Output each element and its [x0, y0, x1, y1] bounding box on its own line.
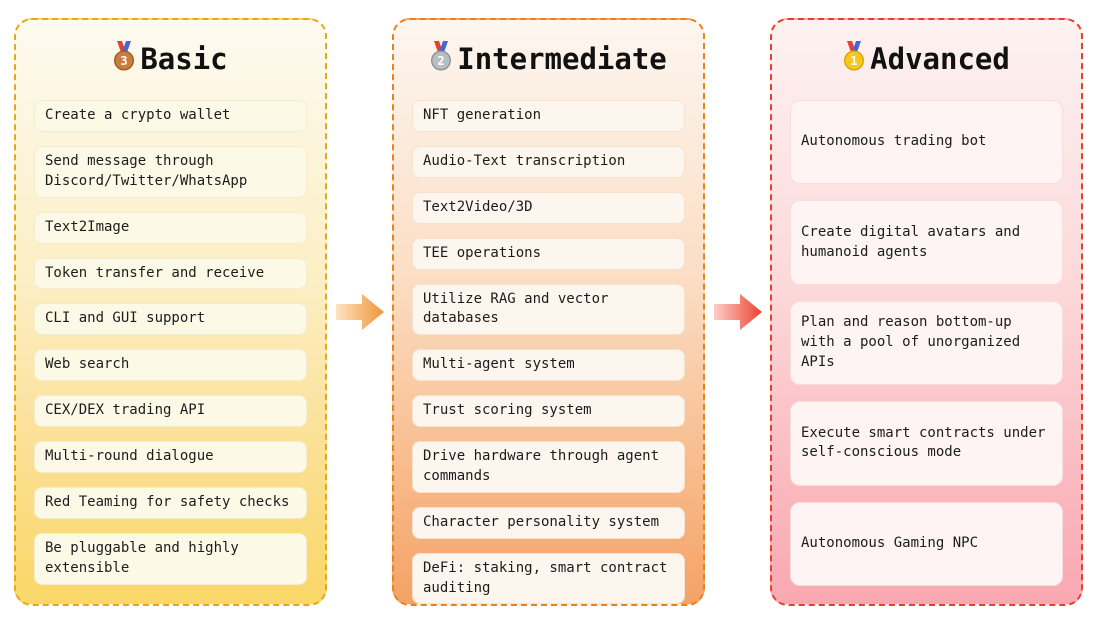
list-item: Multi-agent system [412, 349, 685, 382]
list-item: Character personality system [412, 506, 685, 539]
bronze-medal-icon: 3 [114, 41, 135, 71]
list-item: CLI and GUI support [34, 303, 307, 336]
list-item: Token transfer and receive [34, 257, 307, 290]
list-item: Text2Image [34, 211, 307, 244]
list-item: Web search [34, 349, 307, 382]
right-arrow-icon [713, 294, 762, 330]
list-item: Autonomous Gaming NPC [790, 501, 1063, 587]
list-item: Send message through Discord/Twitter/Wha… [34, 145, 307, 198]
list-item: Execute smart contracts under self-consc… [790, 401, 1063, 486]
list-item: Create a crypto wallet [34, 100, 307, 132]
column-title: Basic [140, 42, 228, 76]
list-item: CEX/DEX trading API [34, 395, 307, 427]
right-arrow-icon [335, 294, 384, 330]
list-item: Autonomous trading bot [790, 100, 1063, 185]
list-item: Drive hardware through agent commands [412, 441, 685, 493]
silver-medal-icon: 2 [431, 41, 452, 71]
list-item: Utilize RAG and vector databases [412, 283, 685, 336]
list-item: Red Teaming for safety checks [34, 486, 307, 519]
column-title: Intermediate [457, 42, 667, 76]
arrow-gap [327, 18, 392, 606]
list-item: Plan and reason bottom-up with a pool of… [790, 300, 1063, 386]
medal-rank: 2 [438, 54, 445, 68]
panel-basic-title-row: 3 Basic [34, 41, 307, 76]
list-item: Create digital avatars and humanoid agen… [790, 200, 1063, 285]
list-item: NFT generation [412, 100, 685, 132]
medal-rank: 1 [851, 54, 858, 68]
list-item: Multi-round dialogue [34, 441, 307, 473]
arrow-gap [705, 18, 770, 606]
column-title: Advanced [870, 42, 1010, 76]
panel-advanced-title-row: 1 Advanced [790, 41, 1063, 76]
list-item: Text2Video/3D [412, 191, 685, 224]
medal-rank: 3 [121, 54, 128, 68]
gold-medal-icon: 1 [844, 41, 865, 71]
list-item: DeFi: staking, smart contract auditing [412, 552, 685, 605]
panel-intermediate-title-row: 2 Intermediate [412, 41, 685, 76]
list-item: Audio-Text transcription [412, 145, 685, 178]
list-item: Be pluggable and highly extensible [34, 532, 307, 585]
list-item: TEE operations [412, 237, 685, 270]
list-item: Trust scoring system [412, 395, 685, 427]
